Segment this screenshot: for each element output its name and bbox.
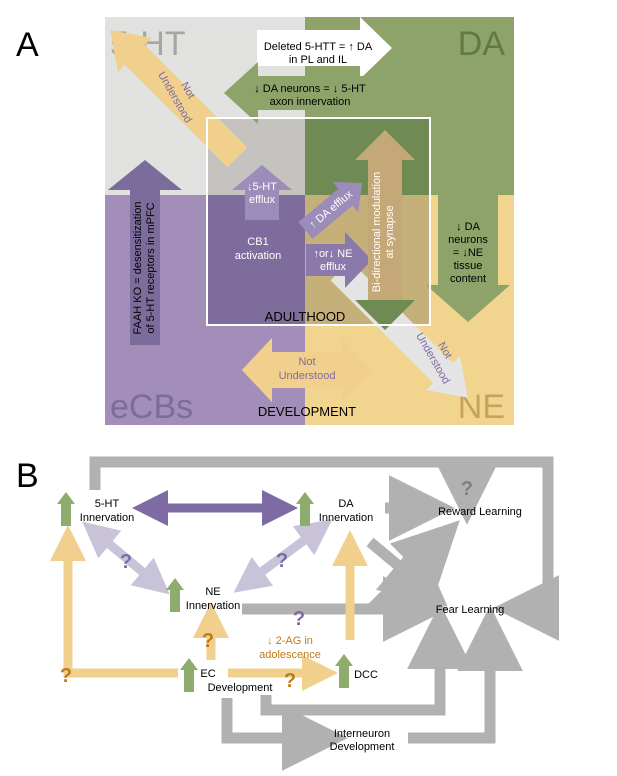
da-neurons-5ht-label-2: axon innervation	[270, 96, 351, 108]
node-ec-development-2: Development	[208, 682, 273, 694]
cb1-label-2: activation	[235, 250, 281, 262]
bidirectional-arrow-up	[355, 130, 415, 300]
not-understood-dev-arrow-purple	[242, 338, 290, 402]
question-mark-ec-ne: ?	[202, 630, 214, 652]
arrow-interneuron-to-fear	[408, 605, 523, 744]
corner-label-ecbs: eCBs	[110, 388, 193, 426]
question-mark-ec-dcc: ?	[284, 670, 296, 692]
node-reward-learning: Reward Learning	[438, 506, 522, 518]
panel-a: A 5-HT DA eCBs NE Deleted 5-HTT = ↑ DA i…	[16, 17, 514, 426]
panel-a-letter: A	[16, 26, 39, 64]
not-understood-ne-arrow	[330, 260, 468, 398]
deleted-5htt-arrow	[257, 17, 392, 79]
question-mark-5ht-ne: ?	[120, 551, 132, 573]
panel-b: B	[16, 456, 560, 771]
node-interneuron-development: Interneuron	[334, 728, 390, 740]
arrow-ec-to-fear	[260, 603, 473, 716]
two-ag-label: ↓ 2-AG in	[267, 635, 313, 647]
development-label: DEVELOPMENT	[258, 404, 356, 419]
ne-efflux-label-2: efflux	[320, 261, 347, 273]
ht-efflux-arrow	[232, 165, 292, 220]
node-ec-development: EC	[200, 668, 215, 680]
da-ne-tissue-label-5: content	[450, 273, 486, 285]
marker-5ht	[57, 492, 75, 526]
marker-da	[296, 492, 314, 526]
marker-ne	[166, 578, 184, 612]
adulthood-label: ADULTHOOD	[265, 309, 346, 324]
deleted-5htt-label: Deleted 5-HTT = ↑ DA	[264, 41, 373, 53]
node-ne-innervation: NE	[205, 586, 220, 598]
corner-label-da: DA	[458, 25, 506, 63]
arrow-ec-to-5ht	[50, 525, 178, 678]
green-markers	[57, 492, 353, 692]
adulthood-box	[206, 117, 431, 326]
node-ne-innervation-2: Innervation	[186, 600, 240, 612]
faah-label: FAAH KO = desensitization	[132, 202, 144, 335]
da-efflux-arrow	[298, 181, 363, 239]
faah-arrow	[108, 160, 182, 345]
arrow-ne-da	[233, 519, 333, 593]
node-5ht-innervation: 5-HT	[95, 498, 120, 510]
deleted-5htt-label-2: in PL and IL	[289, 54, 347, 66]
arrow-5ht-ne	[82, 521, 170, 595]
two-ag-label-2: adolescence	[259, 649, 321, 661]
cb1-label: CB1	[247, 236, 268, 248]
node-dcc: DCC	[354, 669, 378, 681]
question-mark-ne-fear: ?	[293, 608, 305, 630]
ht-efflux-label: ↓5-HT	[247, 181, 277, 193]
bidirectional-label-2: at synapse	[384, 205, 396, 258]
arrow-top-loop	[89, 456, 560, 641]
da-ne-tissue-label-2: neurons	[448, 234, 488, 246]
ht-efflux-label-2: efflux	[249, 194, 276, 206]
node-fear-learning: Fear Learning	[436, 604, 505, 616]
panel-b-letter: B	[16, 457, 39, 495]
marker-ec	[180, 658, 198, 692]
marker-dcc	[335, 654, 353, 688]
not-understood-top-arrow	[110, 30, 248, 168]
node-da-innervation-2: Innervation	[319, 512, 373, 524]
faah-label-2: of 5-HT receptors in mPFC	[145, 202, 157, 333]
arrow-ec-to-interneuron	[221, 698, 348, 771]
da-ne-tissue-label-4: tissue	[454, 260, 483, 272]
da-neurons-5ht-arrow	[224, 62, 382, 124]
not-understood-dev-label-2: Understood	[279, 370, 336, 382]
node-interneuron-development-2: Development	[330, 741, 395, 753]
node-5ht-innervation-2: Innervation	[80, 512, 134, 524]
yellow-arrows	[50, 525, 368, 691]
bidirectional-arrow-down	[355, 300, 415, 330]
ne-efflux-label: ↑or↓ NE	[313, 248, 352, 260]
da-ne-tissue-arrow	[426, 195, 510, 322]
question-mark-ec-5ht: ?	[60, 665, 72, 687]
ne-efflux-arrow	[306, 232, 372, 288]
da-neurons-5ht-label: ↓ DA neurons = ↓ 5-HT	[254, 83, 366, 95]
da-ne-tissue-label-3: = ↓NE	[453, 247, 483, 259]
question-mark-reward: ?	[461, 478, 473, 500]
not-understood-dev-label: Not	[298, 356, 315, 368]
da-ne-tissue-label: ↓ DA	[456, 221, 481, 233]
gray-arrows	[89, 456, 560, 771]
question-mark-ne-da: ?	[276, 550, 288, 572]
bidirectional-label: Bi-directional modulation	[371, 172, 383, 292]
node-da-innervation: DA	[338, 498, 354, 510]
